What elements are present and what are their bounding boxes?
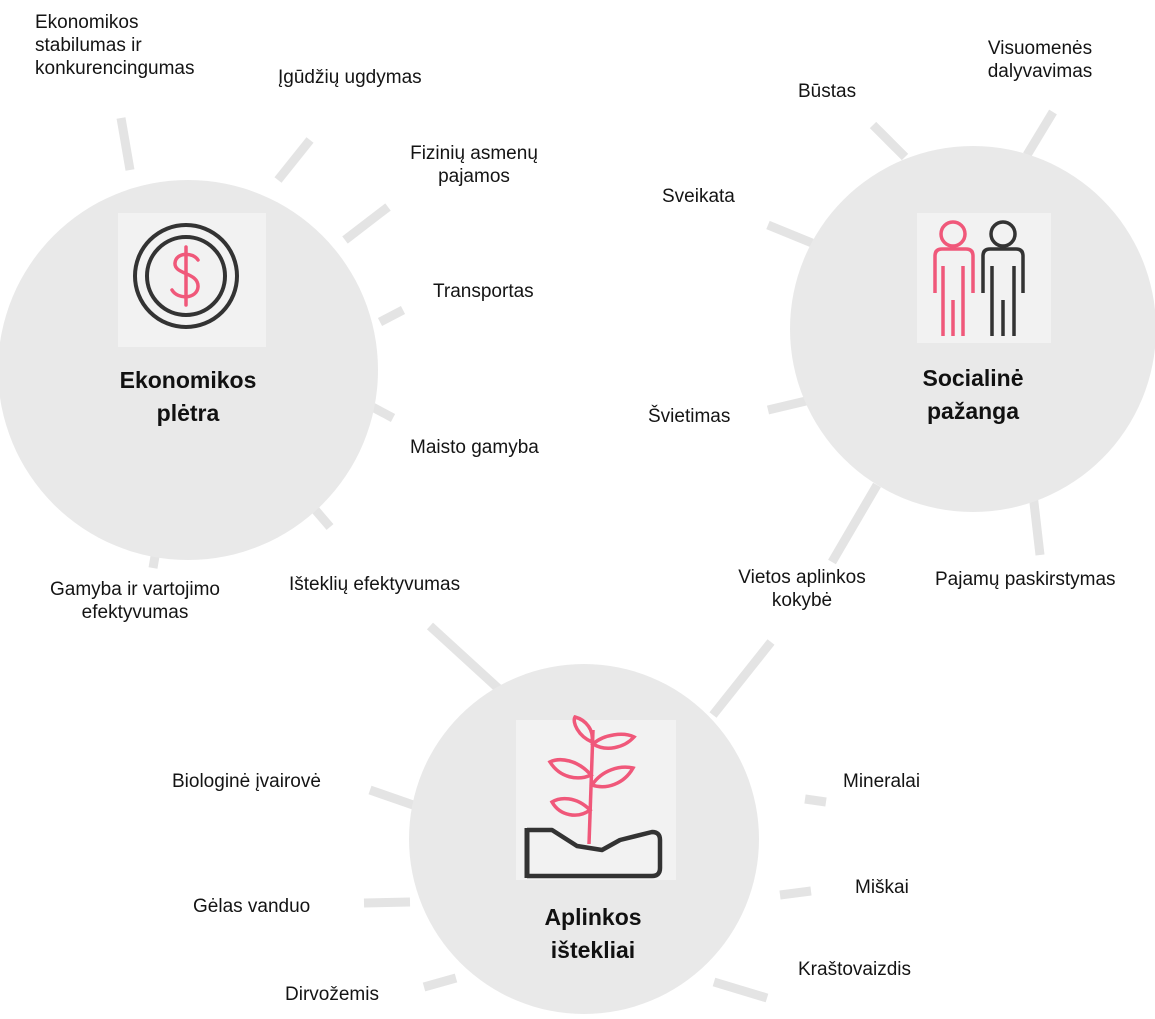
label-line: efektyvumas: [81, 602, 189, 623]
label-line: Gamyba ir vartojimo: [50, 579, 220, 600]
label-line: stabilumas ir: [35, 35, 142, 56]
factor-label: Išteklių efektyvumas: [289, 573, 460, 596]
factor-label: Ekonomikos stabilumas ir konkurencinguma…: [35, 11, 194, 80]
economy-hub-title: Ekonomikos plėtra: [88, 364, 288, 430]
label-line: Gėlas vanduo: [193, 896, 311, 917]
label-line: Kraštovaizdis: [798, 959, 911, 980]
factor-label: Mineralai: [843, 770, 920, 793]
connector: [274, 137, 314, 183]
label-line: dalyvavimas: [987, 61, 1093, 82]
connector: [869, 121, 909, 161]
label-line: Ekonomikos: [35, 12, 139, 33]
label-line: Maisto gamyba: [410, 437, 539, 458]
factor-label: Visuomenės dalyvavimas: [960, 37, 1120, 83]
social-hub-title: Socialinė pažanga: [873, 362, 1073, 428]
label-line: Dirvožemis: [285, 984, 379, 1005]
factor-label: Būstas: [798, 80, 856, 103]
dollar-coin-icon: [118, 213, 266, 347]
social-title-line2: pažanga: [926, 398, 1020, 424]
connector: [779, 886, 812, 900]
label-line: pajamos: [438, 166, 510, 187]
connector: [1028, 493, 1045, 556]
factor-label: Gėlas vanduo: [193, 895, 310, 918]
factor-label: Pajamų paskirstymas: [935, 568, 1116, 591]
label-line: Transportas: [433, 281, 534, 302]
connector: [426, 622, 504, 694]
two-people-icon: [917, 213, 1051, 343]
connector: [363, 897, 411, 908]
factor-label: Fizinių asmenų pajamos: [386, 142, 562, 188]
label-line: kokybė: [771, 590, 833, 611]
connector: [342, 203, 391, 244]
connector: [1023, 109, 1057, 158]
label-line: konkurencingumas: [35, 58, 195, 79]
label-line: Švietimas: [648, 406, 731, 427]
connector: [804, 794, 827, 807]
connector: [712, 977, 769, 1003]
environment-title-line1: Aplinkos: [544, 904, 642, 930]
environment-title-line2: ištekliai: [550, 937, 636, 963]
label-line: Pajamų paskirstymas: [935, 569, 1116, 590]
factor-label: Švietimas: [648, 405, 730, 428]
label-line: Miškai: [855, 877, 909, 898]
social-title-line1: Socialinė: [922, 365, 1024, 391]
connector: [368, 785, 418, 811]
connector: [377, 306, 406, 326]
economy-title-line1: Ekonomikos: [119, 367, 257, 393]
connector: [828, 482, 881, 565]
economy-hub-circle: [0, 180, 378, 560]
factor-label: Įgūdžių ugdymas: [278, 66, 422, 89]
factor-label: Transportas: [433, 280, 534, 303]
connector: [709, 639, 775, 718]
connector: [422, 973, 458, 992]
factor-label: Maisto gamyba: [410, 436, 539, 459]
connector: [766, 396, 808, 415]
label-line: Fizinių asmenų: [410, 143, 538, 164]
label-line: Įgūdžių ugdymas: [278, 67, 422, 88]
label-line: Vietos aplinkos: [738, 567, 866, 588]
label-line: Sveikata: [662, 186, 735, 207]
factor-label: Kraštovaizdis: [798, 958, 911, 981]
factor-label: Vietos aplinkos kokybė: [712, 566, 892, 612]
economy-title-line2: plėtra: [156, 400, 220, 426]
factor-label: Gamyba ir vartojimo efektyvumas: [35, 578, 235, 624]
label-line: Biologinė įvairovė: [172, 771, 321, 792]
label-line: Mineralai: [843, 771, 921, 792]
factor-label: Miškai: [855, 876, 909, 899]
label-line: Būstas: [798, 81, 857, 102]
factor-label: Sveikata: [662, 185, 735, 208]
factor-label: Biologinė įvairovė: [172, 770, 321, 793]
environment-hub-title: Aplinkos ištekliai: [493, 901, 693, 967]
label-line: Išteklių efektyvumas: [289, 574, 461, 595]
connector: [116, 117, 135, 171]
connector: [766, 220, 814, 248]
factor-label: Dirvožemis: [285, 983, 379, 1006]
label-line: Visuomenės: [987, 38, 1093, 59]
plant-in-hand-icon: [516, 714, 676, 880]
